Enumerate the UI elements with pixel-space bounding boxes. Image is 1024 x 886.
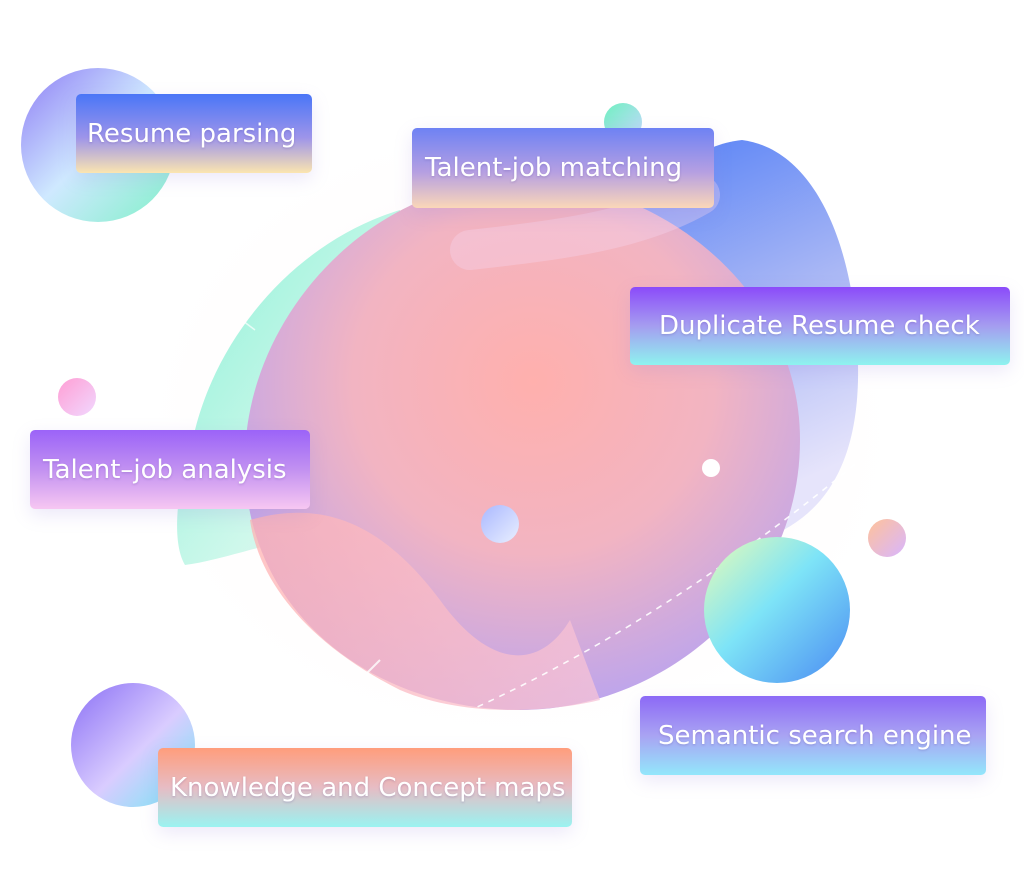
- dot-orange: [868, 519, 906, 557]
- label-text: Duplicate Resume check: [659, 311, 980, 341]
- light-streak: [299, 659, 381, 741]
- orb-right: [704, 537, 850, 683]
- label-knowledge-concept-maps: Knowledge and Concept maps: [158, 748, 572, 827]
- label-text: Resume parsing: [87, 118, 297, 149]
- label-talent-job-analysis: Talent–job analysis: [30, 430, 310, 509]
- label-resume-parsing: Resume parsing: [76, 94, 312, 173]
- dot-pink: [58, 378, 96, 416]
- label-duplicate-resume-check: Duplicate Resume check: [630, 287, 1010, 365]
- dot-white: [702, 459, 720, 477]
- label-text: Talent–job analysis: [43, 454, 287, 485]
- label-text: Talent-job matching: [425, 153, 683, 183]
- label-text: Knowledge and Concept maps: [170, 772, 566, 803]
- light-streak-2: [214, 299, 256, 331]
- label-semantic-search-engine: Semantic search engine: [640, 696, 986, 775]
- label-talent-job-matching: Talent-job matching: [412, 128, 714, 208]
- dot-blue: [481, 505, 519, 543]
- wave-shape: [250, 512, 600, 710]
- label-text: Semantic search engine: [658, 720, 972, 751]
